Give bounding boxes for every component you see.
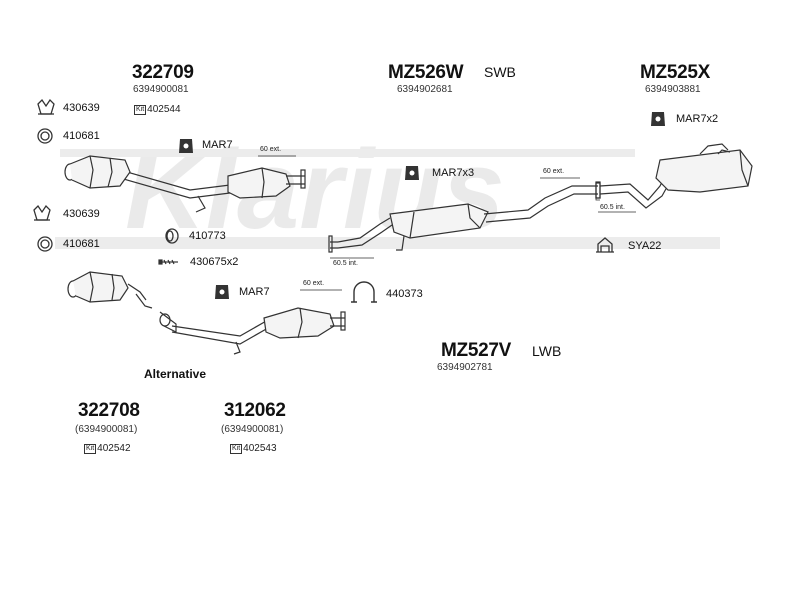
part-number-mz526w: MZ526W [388,62,464,83]
fitting-label: 430639 [63,208,100,220]
fitting-label: 430639 [63,102,100,114]
fitting-label: 410681 [63,238,100,250]
ring-gasket-icon [37,236,53,252]
part-number-312062: 312062 [224,400,286,421]
int-dimension-label: 60.5 int. [600,204,625,211]
hanger-label: SYA22 [628,240,662,252]
fitting-label: 410681 [63,130,100,142]
mar-label: MAR7 [239,286,270,298]
front-pipe-upper [64,155,306,213]
int-dimension-label: 60.5 int. [333,260,358,267]
spring-ring-icon [165,228,179,244]
oe-number: 6394902781 [437,362,493,373]
watermark-logo: Klarius [55,127,720,252]
u-clamp-icon [351,281,377,303]
variant-label: SWB [484,64,516,80]
oe-number: (6394900081) [75,424,138,435]
oe-number: (6394900081) [221,424,284,435]
kit-badge: Kit [134,105,147,115]
ring-gasket-icon [37,128,53,144]
front-pipe-lower [67,271,346,355]
variant-label: LWB [532,343,562,359]
rubber-mount-icon [215,285,229,299]
ext-dimension-label: 60 ext. [260,146,282,153]
mar-label: MAR7 [202,139,233,151]
oe-number: 6394903881 [645,84,701,95]
oe-number: 6394900081 [133,84,189,95]
kit-badge: Kit [84,444,97,454]
kit-number: 402542 [97,443,131,454]
fitting-label: 440373 [386,288,423,300]
rubber-mount-icon [405,166,419,180]
bolt-icon [158,259,178,265]
rear-silencer [595,143,753,209]
bracket-clamp-icon [37,98,55,115]
mar-label: MAR7x3 [432,167,475,179]
kit-number: 402544 [147,104,181,115]
rubber-mount-icon [651,112,665,126]
ext-dimension-label: 60 ext. [543,168,565,175]
mar-label: MAR7x2 [676,113,719,125]
part-number-322708: 322708 [78,400,140,421]
hanger-clip-icon [596,237,614,253]
dimension-markers [258,155,636,291]
oe-number: 6394902681 [397,84,453,95]
part-number-322709: 322709 [132,62,194,83]
center-silencer [328,181,601,253]
alternative-heading: Alternative [144,367,207,381]
rubber-mount-icon [179,139,193,153]
fitting-label: 430675x2 [190,256,239,268]
part-number-mz525x: MZ525X [640,62,711,83]
fitting-label: 410773 [189,230,226,242]
kit-number: 402543 [243,443,277,454]
part-number-mz527v: MZ527V [441,340,512,361]
ext-dimension-label: 60 ext. [303,280,325,287]
kit-badge: Kit [230,444,243,454]
bracket-clamp-icon [33,204,51,221]
